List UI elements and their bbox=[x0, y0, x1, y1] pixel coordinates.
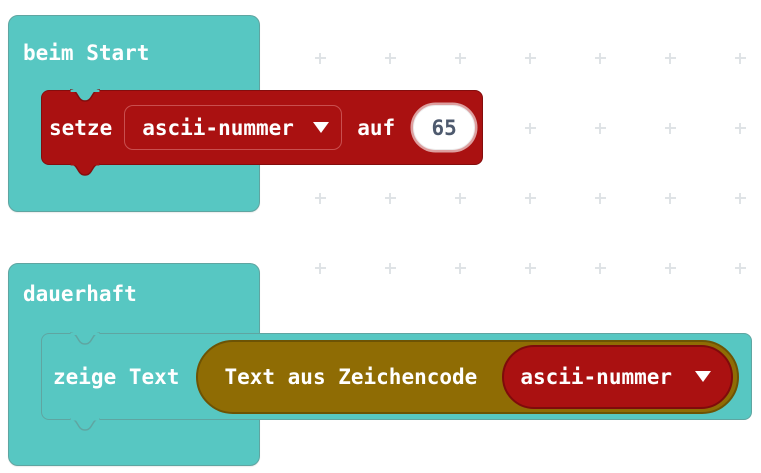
grid-cross bbox=[524, 262, 536, 274]
grid-cross bbox=[314, 262, 326, 274]
grid-cross bbox=[734, 52, 746, 64]
grid-cross bbox=[664, 192, 676, 204]
grid-cross bbox=[734, 262, 746, 274]
grid-cross bbox=[664, 262, 676, 274]
grid-cross bbox=[524, 52, 536, 64]
grid-cross bbox=[524, 192, 536, 204]
forever-label: dauerhaft bbox=[23, 282, 137, 306]
dropdown-arrow-icon bbox=[313, 122, 330, 133]
grid-cross bbox=[524, 122, 536, 134]
number-value: 65 bbox=[431, 115, 457, 140]
grid-cross bbox=[734, 192, 746, 204]
grid-cross bbox=[594, 192, 606, 204]
variable-dropdown[interactable]: ascii-nummer bbox=[124, 105, 343, 150]
variable-reporter-value: ascii-nummer bbox=[520, 364, 673, 389]
variable-dropdown-value: ascii-nummer bbox=[142, 115, 294, 140]
grid-cross bbox=[664, 122, 676, 134]
grid-cross bbox=[454, 192, 466, 204]
grid-cross bbox=[454, 262, 466, 274]
grid-cross bbox=[454, 52, 466, 64]
to-keyword-label: auf bbox=[357, 115, 396, 140]
grid-cross bbox=[384, 262, 396, 274]
grid-cross bbox=[664, 52, 676, 64]
top-notch bbox=[69, 331, 101, 345]
block-text-from-char-code[interactable]: Text aus Zeichencode ascii-nummer bbox=[196, 339, 740, 414]
show-text-label: zeige Text bbox=[53, 364, 180, 389]
grid-cross bbox=[384, 52, 396, 64]
grid-cross bbox=[384, 192, 396, 204]
dropdown-arrow-icon bbox=[695, 371, 712, 382]
grid-cross bbox=[594, 52, 606, 64]
grid-cross bbox=[594, 262, 606, 274]
grid-cross bbox=[594, 122, 606, 134]
char-code-label: Text aus Zeichencode bbox=[224, 364, 478, 389]
grid-cross bbox=[734, 122, 746, 134]
on-start-label: beim Start bbox=[23, 41, 150, 65]
set-keyword-label: setze bbox=[49, 115, 113, 140]
top-notch bbox=[69, 88, 101, 102]
grid-cross bbox=[314, 52, 326, 64]
grid-cross bbox=[314, 192, 326, 204]
block-show-text[interactable]: zeige Text Text aus Zeichencode ascii-nu… bbox=[41, 331, 752, 431]
block-set-variable[interactable]: setze ascii-nummer auf 65 bbox=[41, 88, 483, 176]
number-value-input[interactable]: 65 bbox=[413, 105, 476, 150]
variable-reporter-dropdown[interactable]: ascii-nummer bbox=[502, 344, 734, 409]
